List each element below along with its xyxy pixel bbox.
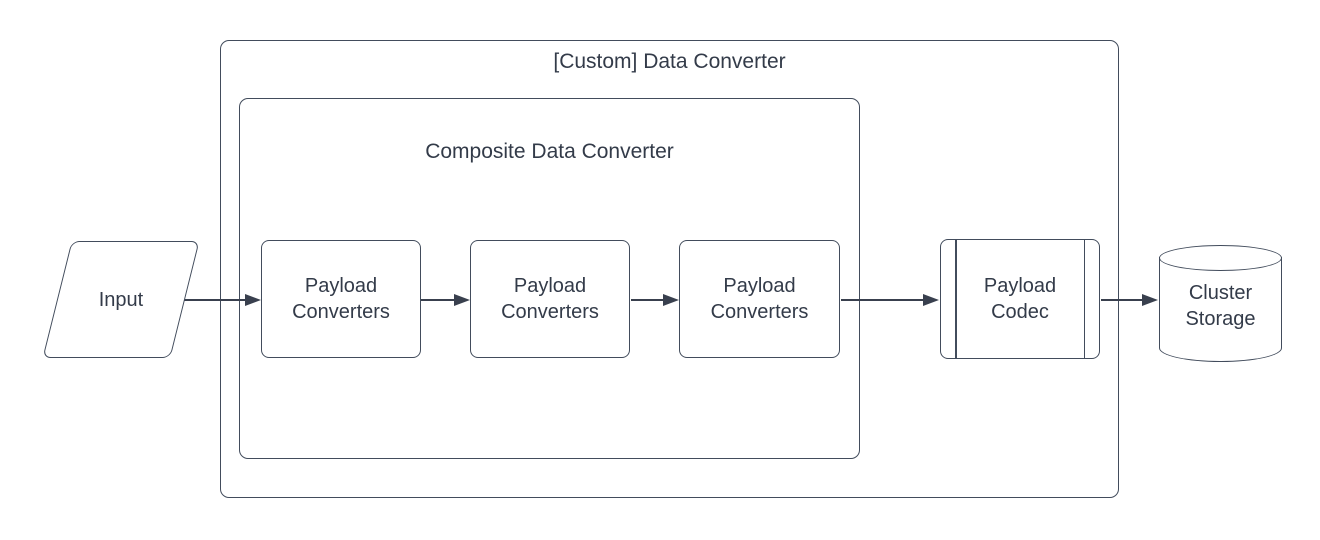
custom-data-converter-title: [Custom] Data Converter xyxy=(553,50,786,73)
arrowhead-icon xyxy=(663,294,679,306)
arrow-line xyxy=(184,299,246,301)
custom-data-converter-group xyxy=(220,40,1119,498)
arrowhead-icon xyxy=(1142,294,1158,306)
composite-data-converter-group xyxy=(239,98,860,459)
payload-converters-3-node xyxy=(679,240,840,358)
arrowhead-icon xyxy=(454,294,470,306)
predefined-process-left-bar xyxy=(955,240,957,358)
input-node-label: Input xyxy=(98,288,144,311)
arrowhead-icon xyxy=(923,294,939,306)
composite-data-converter-title: Composite Data Converter xyxy=(425,140,674,163)
payload-codec-node xyxy=(940,239,1100,359)
cluster-storage-cylinder-top xyxy=(1159,245,1282,271)
arrow-line xyxy=(631,299,664,301)
payload-converters-3-label: Payload Converters xyxy=(710,275,809,323)
cluster-storage-label: Cluster Storage xyxy=(1185,282,1256,330)
predefined-process-right-bar xyxy=(1083,240,1085,358)
arrow-line xyxy=(1101,299,1143,301)
payload-converters-1-label: Payload Converters xyxy=(292,275,390,323)
arrowhead-icon xyxy=(245,294,261,306)
cluster-storage-cylinder-body xyxy=(1159,257,1282,362)
arrow-line xyxy=(841,299,924,301)
payload-converters-2-label: Payload Converters xyxy=(501,275,599,323)
payload-converters-1-node xyxy=(261,240,421,358)
payload-codec-label: Payload Codec xyxy=(983,275,1057,323)
payload-converters-2-node xyxy=(470,240,630,358)
arrow-line xyxy=(421,299,455,301)
